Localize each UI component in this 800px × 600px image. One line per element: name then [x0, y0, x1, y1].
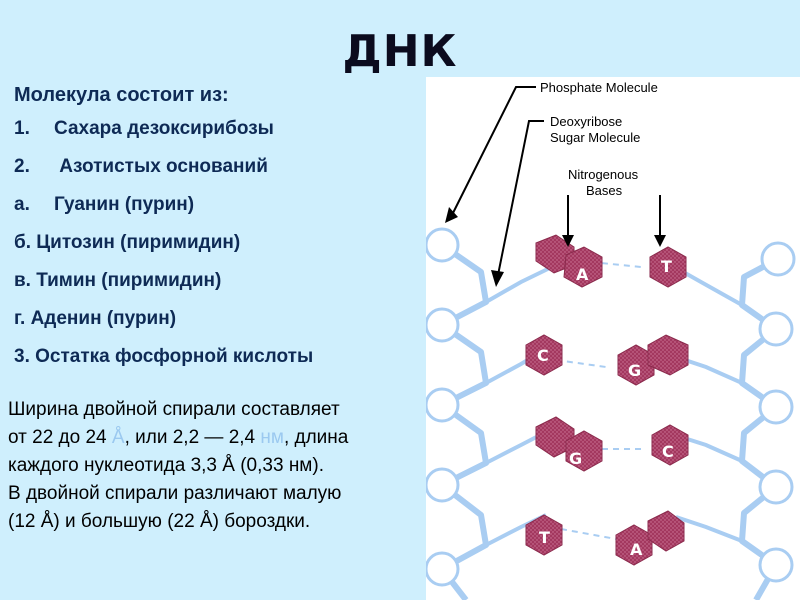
list-item: б. Цитозин (пиримидин) [14, 232, 313, 270]
list-item-number: а. [14, 194, 30, 215]
page-title: ДНК [342, 26, 458, 77]
list-item-text: Сахара дезоксирибозы [54, 118, 274, 139]
base-label: C [662, 442, 674, 461]
list-item: в. Тимин (пиримидин) [14, 270, 313, 308]
dna-diagram-svg: A T C G G C T A [426, 80, 796, 600]
description-line: Ширина двойной спирали составляет [8, 399, 340, 420]
list-item-number: 2. [14, 156, 30, 177]
list-item-text: в. Тимин (пиримидин) [14, 270, 222, 291]
description-text: Ширина двойной спирали составляет от 22 … [8, 396, 418, 536]
hydrogen-bonds [555, 261, 642, 540]
composition-list: 1. Сахара дезоксирибозы 2. Азотистых осно… [14, 118, 313, 384]
base-thymine-1: T [649, 246, 687, 288]
description-fragment: от 22 до 24 [8, 427, 112, 448]
sugar-label-line1: Deoxyribose [550, 114, 622, 129]
list-item-text: 3. Остатка фосфорной кислоты [14, 346, 314, 367]
list-item-text: Азотистых оснований [54, 156, 268, 177]
bases-label-line1: Nitrogenous [568, 167, 639, 182]
list-item: 3. Остатка фосфорной кислоты [14, 346, 313, 384]
base-thymine-2: T [525, 514, 563, 556]
description-fragment: , или 2,2 — 2,4 [124, 427, 261, 448]
base-label: T [661, 257, 672, 276]
sugar-label-line2: Sugar Molecule [550, 130, 640, 145]
list-item: 1. Сахара дезоксирибозы [14, 118, 313, 156]
list-item: а. Гуанин (пурин) [14, 194, 313, 232]
list-item: г. Аденин (пурин) [14, 308, 313, 346]
sugar-phosphate-backbone [439, 242, 780, 600]
base-cytosine-2: C [651, 424, 689, 466]
phosphate-groups [426, 227, 796, 587]
base-label: A [630, 540, 643, 559]
bases-label-line2: Bases [586, 183, 623, 198]
description-fragment: , длина [283, 427, 349, 448]
list-item-number: 1. [14, 118, 30, 139]
list-heading: Молекула состоит из: [14, 84, 229, 106]
phosphate-label: Phosphate Molecule [540, 80, 658, 95]
description-line: В двойной спирали различают малую [8, 483, 342, 504]
base-label: G [569, 449, 582, 468]
nm-link[interactable]: нм [260, 427, 284, 448]
angstrom-link[interactable]: Å [111, 427, 125, 448]
list-item-text: б. Цитозин (пиримидин) [14, 232, 241, 253]
base-cytosine-1: C [525, 334, 563, 376]
base-label: A [576, 265, 589, 284]
description-line: от 22 до 24 Å, или 2,2 — 2,4 нм, длина [8, 424, 418, 452]
backbone-links [485, 263, 743, 547]
base-label: G [628, 361, 641, 380]
base-label: C [537, 346, 549, 365]
callout-arrows [451, 86, 661, 276]
list-item: 2. Азотистых оснований [14, 156, 313, 194]
base-adenine-2: A [615, 510, 685, 566]
base-label: T [539, 528, 550, 547]
list-item-text: Гуанин (пурин) [54, 194, 195, 215]
list-item-text: г. Аденин (пурин) [14, 308, 177, 329]
dna-diagram: A T C G G C T A [426, 77, 800, 600]
arrowheads [445, 207, 666, 287]
base-adenine-1: A [535, 234, 603, 288]
description-line: каждого нуклеотида 3,3 Å (0,33 нм). [8, 455, 324, 476]
description-line: (12 Å) и большую (22 Å) бороздки. [8, 511, 311, 532]
base-guanine-1: G [617, 334, 689, 386]
base-guanine-2: G [535, 416, 603, 472]
